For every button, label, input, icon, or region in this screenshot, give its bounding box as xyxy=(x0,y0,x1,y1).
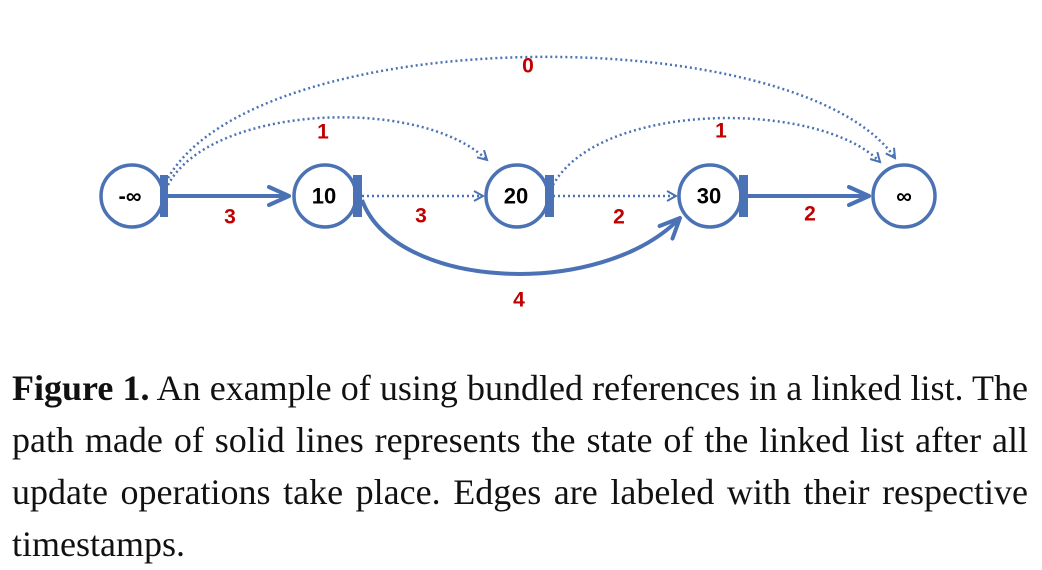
linked-list-diagram: -∞ 10 20 30 ∞ 3 3 2 2 4 1 1 0 xyxy=(99,55,937,312)
caption-label: Figure 1. xyxy=(12,368,150,408)
edge-neginf-20 xyxy=(166,116,487,186)
node-30: 30 xyxy=(677,163,748,229)
caption-text: An example of using bundled references i… xyxy=(12,368,1028,564)
node-inf: ∞ xyxy=(871,163,937,229)
node-label: -∞ xyxy=(118,184,141,209)
node-10: 10 xyxy=(292,163,362,229)
edge-10-30 xyxy=(360,199,682,276)
edge-20-inf xyxy=(551,116,880,186)
edge-label-30-inf: 2 xyxy=(804,203,816,226)
edge-label-neginf-inf: 0 xyxy=(522,55,534,78)
edge-label-20-inf: 1 xyxy=(715,120,727,143)
node-neg-inf: -∞ xyxy=(99,163,168,229)
edge-label-neginf-20: 1 xyxy=(317,121,329,144)
figure-caption: Figure 1. An example of using bundled re… xyxy=(12,362,1028,570)
node-label: 20 xyxy=(504,184,528,209)
edge-label-20-30: 2 xyxy=(613,206,625,229)
edge-neginf-inf xyxy=(166,55,895,179)
node-label: 10 xyxy=(312,184,336,209)
edge-label-10-30: 4 xyxy=(513,289,525,312)
edge-label-10-20: 3 xyxy=(415,205,427,228)
node-label: 30 xyxy=(697,184,721,209)
node-20: 20 xyxy=(484,163,554,229)
node-label: ∞ xyxy=(896,184,912,209)
edge-label-neginf-10: 3 xyxy=(224,206,236,229)
